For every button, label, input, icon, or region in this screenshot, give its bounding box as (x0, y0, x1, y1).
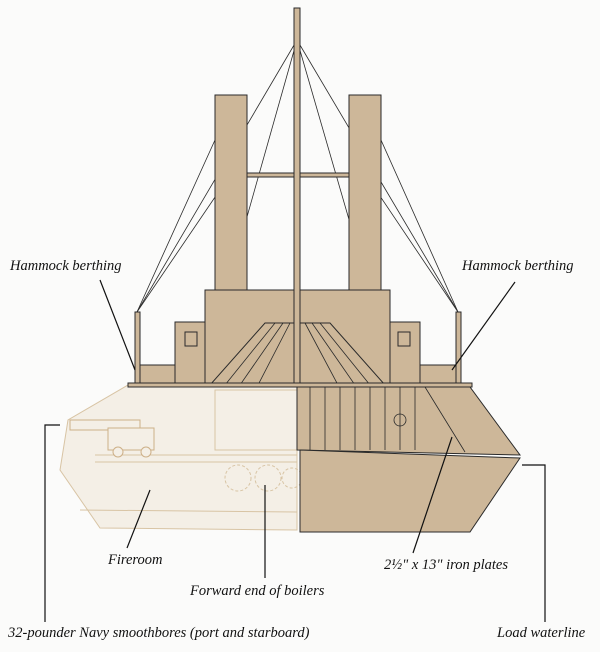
cannon (69, 419, 155, 458)
leader-lines (44, 279, 546, 622)
casemate-side (296, 386, 522, 456)
label-boilers: Forward end of boilers (190, 583, 325, 599)
label-guns: 32-pounder Navy smoothbores (port and st… (8, 625, 310, 641)
label-fireroom: Fireroom (108, 552, 163, 568)
deck (127, 382, 473, 388)
mast (293, 7, 301, 386)
cutaway-hull (59, 384, 303, 531)
armored-hull (299, 449, 521, 533)
label-hammock-berthing-left: Hammock berthing (10, 258, 122, 274)
label-load-waterline: Load waterline (497, 625, 586, 641)
label-iron-plates: 2½" x 13" iron plates (384, 557, 509, 573)
label-hammock-berthing-right: Hammock berthing (462, 258, 574, 274)
